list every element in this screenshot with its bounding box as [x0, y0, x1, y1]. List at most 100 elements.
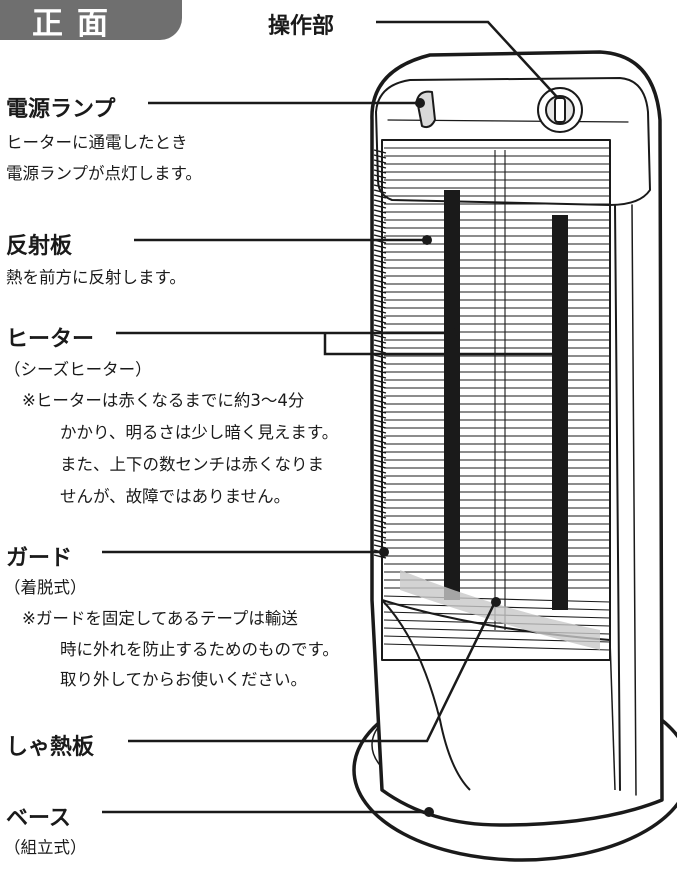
leader-controls — [376, 20, 558, 98]
coil-segment — [373, 304, 387, 309]
controls-label: 操作部 — [268, 14, 335, 39]
coil-segment — [373, 529, 387, 534]
leader-heat-shield — [128, 603, 496, 743]
coil-segment — [373, 479, 387, 484]
coil-segment — [373, 214, 387, 219]
coil-segment — [373, 494, 387, 499]
section-tab-label: 正面 — [32, 6, 122, 42]
coil-segment — [373, 269, 387, 274]
dot-heat-shield — [491, 597, 501, 607]
coil-segment — [373, 394, 387, 399]
control-knob — [537, 87, 583, 133]
coil-segment — [373, 499, 387, 504]
coil-segment — [373, 344, 387, 349]
coil-segment — [373, 554, 387, 559]
guard-type: （着脱式） — [4, 578, 87, 597]
coil-segment — [373, 334, 387, 339]
coil-segment — [373, 354, 387, 359]
coil-segment — [373, 379, 387, 384]
coil-segment — [373, 474, 387, 479]
coil-segment — [373, 154, 387, 159]
dot-base — [424, 807, 434, 817]
coil-segment — [373, 524, 387, 529]
coil-segment — [373, 454, 387, 459]
coil-segment — [373, 149, 387, 154]
coil-segment — [373, 509, 387, 514]
power-lamp-desc-2: 電源ランプが点灯します。 — [6, 164, 202, 183]
coil-segment — [373, 164, 387, 169]
coil-segment — [373, 449, 387, 454]
coil-segment — [373, 534, 387, 539]
heater-note-1: ※ヒーターは赤くなるまでに約3～4分 — [22, 391, 305, 410]
heater-note-4: せんが、故障ではありません。 — [60, 487, 291, 506]
base-label: ベース — [6, 806, 71, 831]
coil-segment — [373, 399, 387, 404]
base-type: （組立式） — [4, 838, 87, 857]
coil-segment — [373, 539, 387, 544]
coil-segment — [373, 404, 387, 409]
coil-segment — [373, 259, 387, 264]
coil-segment — [373, 244, 387, 249]
guard-frame — [381, 139, 611, 661]
coil-segment — [373, 419, 387, 424]
coil-segment — [373, 339, 387, 344]
coil-segment — [373, 414, 387, 419]
guard-side-coil — [373, 149, 387, 559]
power-lamp-desc-1: ヒーターに通電したとき — [6, 133, 188, 152]
dot-heater-left — [447, 328, 457, 338]
guard-wire — [383, 643, 611, 651]
dot-reflector — [422, 235, 432, 245]
guard-note-2: 時に外れを防止するためのものです。 — [60, 640, 339, 659]
heater-element-left — [444, 190, 460, 600]
heater-note-2: かかり、明るさは少し暗く見えます。 — [60, 423, 339, 442]
coil-segment — [373, 224, 387, 229]
coil-segment — [373, 429, 387, 434]
coil-segment — [373, 384, 387, 389]
heater-label: ヒーター — [6, 327, 95, 352]
heat-shield — [400, 570, 600, 650]
coil-segment — [373, 319, 387, 324]
coil-segment — [373, 284, 387, 289]
heater-element-right — [552, 215, 568, 610]
coil-segment — [373, 409, 387, 414]
reflector-desc: 熱を前方に反射します。 — [6, 268, 186, 287]
dot-guard — [379, 547, 389, 557]
coil-segment — [373, 169, 387, 174]
coil-segment — [373, 349, 387, 354]
power-lamp-label: 電源ランプ — [6, 97, 116, 122]
coil-segment — [373, 199, 387, 204]
coil-segment — [373, 444, 387, 449]
dot-heater-right — [557, 349, 567, 359]
guard-wires — [383, 147, 611, 651]
coil-segment — [373, 249, 387, 254]
coil-segment — [373, 434, 387, 439]
coil-segment — [373, 359, 387, 364]
coil-segment — [373, 459, 387, 464]
coil-segment — [373, 299, 387, 304]
coil-segment — [373, 489, 387, 494]
coil-segment — [373, 519, 387, 524]
coil-segment — [373, 389, 387, 394]
reflector-label: 反射板 — [6, 234, 73, 259]
heat-shield-label: しゃ熱板 — [6, 735, 95, 760]
coil-segment — [373, 184, 387, 189]
dot-power-lamp — [415, 98, 425, 108]
guard-label: ガード — [6, 546, 73, 571]
coil-segment — [373, 159, 387, 164]
guard-note-1: ※ガードを固定してあるテープは輸送 — [22, 609, 298, 628]
coil-segment — [373, 254, 387, 259]
leader-lines — [102, 20, 560, 814]
coil-segment — [373, 314, 387, 319]
coil-segment — [373, 189, 387, 194]
leader-dots — [379, 98, 567, 817]
heater-type: （シーズヒーター） — [4, 360, 152, 379]
coil-segment — [373, 294, 387, 299]
coil-segment — [373, 369, 387, 374]
coil-segment — [373, 374, 387, 379]
coil-segment — [373, 279, 387, 284]
section-tab: 正面 — [0, 0, 182, 42]
coil-segment — [373, 514, 387, 519]
coil-segment — [373, 469, 387, 474]
coil-segment — [373, 484, 387, 489]
